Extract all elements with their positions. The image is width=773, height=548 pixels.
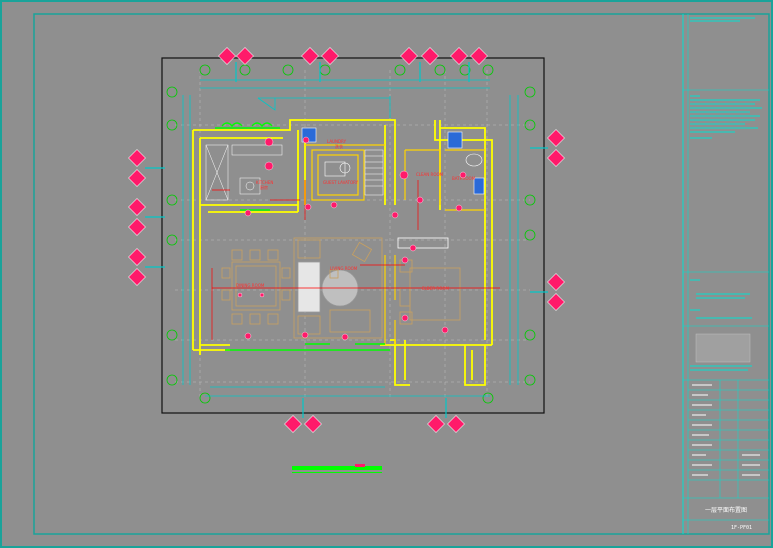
dimension-lines — [182, 79, 519, 397]
index-markers — [237, 136, 467, 341]
label-laundry: LAUNDRY — [327, 139, 347, 144]
elder-room-set — [397, 237, 461, 325]
exterior-walls — [192, 119, 493, 386]
stair — [364, 149, 384, 196]
label-clean-room: CLEAN ROOM — [416, 172, 444, 177]
label-laundry-cn: 洗衣 — [335, 143, 343, 149]
label-kitchen-cn: 厨房 — [260, 184, 268, 190]
marker-leaders — [145, 62, 548, 418]
axis-grid — [175, 70, 530, 400]
label-dining-room: DINING ROOM — [236, 283, 265, 288]
kitchen-fixtures — [205, 144, 283, 201]
planting — [215, 122, 390, 351]
room-labels: LAUNDRY 洗衣 KITCHEN 厨房 GUEST LAVATORY CLE… — [236, 139, 476, 291]
inner-frame — [33, 13, 770, 535]
axis-bubbles — [166, 64, 536, 404]
label-elder-room: ELDER ROOM — [422, 286, 449, 291]
label-kitchen: KITCHEN — [256, 180, 273, 185]
bath-fixtures — [301, 127, 485, 195]
drawing-number: 1F-PF01 — [731, 525, 752, 531]
section-markers — [128, 47, 565, 433]
red-section-lines — [211, 180, 500, 340]
drawing-title-bar — [292, 464, 382, 473]
drawing-name: 一层平面布置图 — [705, 506, 747, 514]
title-block: 一层平面布置图 1F-PF01 — [682, 14, 769, 534]
label-bathroom: BATHROOM — [452, 176, 476, 181]
dining-set — [221, 249, 291, 325]
drawing-viewport — [161, 57, 545, 414]
label-guest-lavatory: GUEST LAVATORY — [323, 180, 359, 185]
interior-walls — [305, 144, 485, 345]
label-living-room: LIVING ROOM — [330, 266, 358, 271]
